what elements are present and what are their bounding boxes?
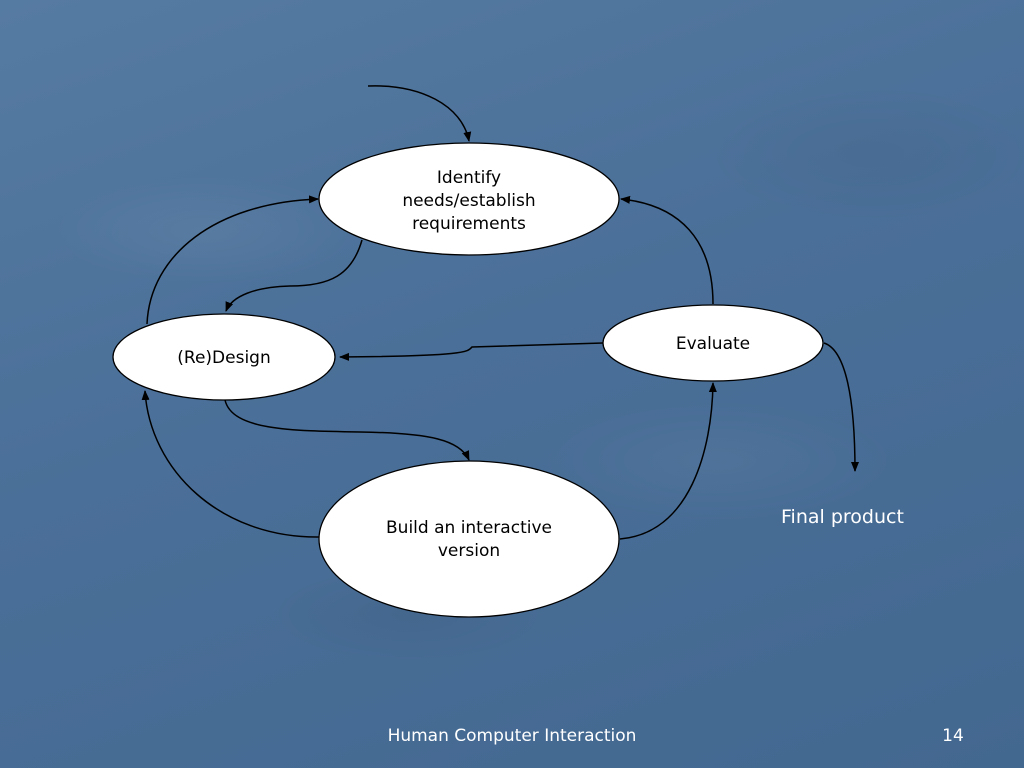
redesign-to-build-arrow	[224, 399, 470, 461]
identify-node: Identify needs/establish requirements	[339, 165, 599, 237]
build-to-redesign-arrow	[141, 390, 320, 538]
identify-label-line-2: needs/establish	[402, 190, 536, 211]
build-ellipse	[318, 460, 620, 618]
evaluate-label: Evaluate	[675, 333, 751, 354]
identify-label-line-3: requirements	[412, 213, 526, 234]
redesign-node: (Re)Design	[134, 343, 314, 373]
evaluate-to-redesign-arrow	[339, 342, 604, 361]
redesign-to-identify-arrow	[146, 195, 319, 325]
identify-to-redesign-arrow	[225, 239, 363, 312]
final-product-label: Final product	[781, 506, 904, 528]
page-number: 14	[942, 726, 964, 746]
redesign-label: (Re)Design	[177, 347, 271, 368]
evaluate-to-identify-arrow	[620, 195, 714, 305]
build-label-line-2: version	[437, 541, 501, 561]
entry-arrow	[367, 85, 472, 142]
identify-ellipse	[318, 142, 620, 256]
evaluate-to-final-arrow	[823, 342, 859, 472]
evaluate-node: Evaluate	[623, 329, 803, 359]
footer-title: Human Computer Interaction	[387, 726, 637, 746]
build-node: Build an interactive version	[359, 515, 579, 565]
build-label-line-1: Build an interactive	[386, 518, 552, 538]
build-to-evaluate-arrow	[619, 382, 717, 540]
identify-label-line-1: Identify	[436, 167, 502, 188]
redesign-ellipse	[112, 313, 336, 401]
